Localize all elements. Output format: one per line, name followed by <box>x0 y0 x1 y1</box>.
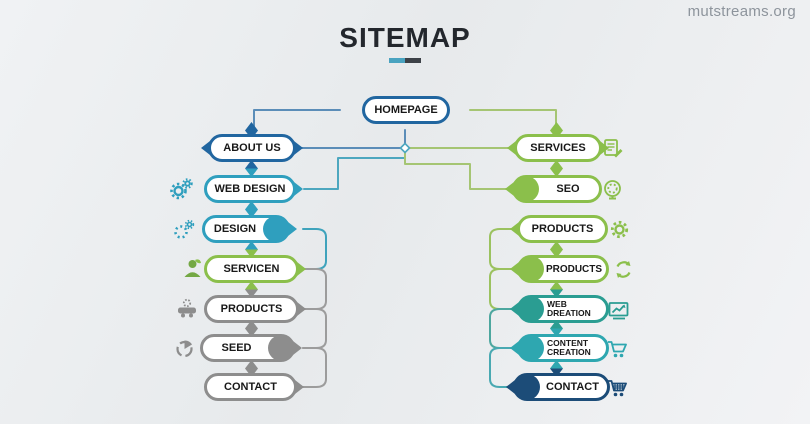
node-about-us: ABOUT US <box>201 134 303 162</box>
process-dots-icon <box>172 218 196 241</box>
node-contact-left: CONTACT <box>204 373 304 401</box>
node-services: SERVICES <box>507 134 609 162</box>
node-content-creation: CONTENT CREATION <box>510 334 609 362</box>
connector-diamond <box>550 160 563 177</box>
title-underline <box>389 58 421 63</box>
node-label: HOMEPAGE <box>374 104 438 116</box>
connector-diamond <box>245 360 258 377</box>
node-label: PRODUCTS <box>531 223 594 235</box>
node-web-design: WEB DESIGN <box>204 175 303 203</box>
node-label: CONTACT <box>224 381 277 393</box>
left-point <box>510 302 519 316</box>
node-label: CONTACT <box>546 381 599 393</box>
underline-dark-segment <box>405 58 421 63</box>
left-point <box>510 341 519 355</box>
node-label: SERVICEN <box>223 263 280 275</box>
underline-teal-segment <box>389 58 405 63</box>
node-end-circle <box>514 374 540 400</box>
node-label: SERVICES <box>530 142 586 154</box>
node-label: CONTENT CREATION <box>547 337 591 357</box>
gears-icon <box>169 177 194 201</box>
node-label: SEO <box>556 183 580 195</box>
connector-diamond <box>245 281 258 298</box>
right-point <box>293 341 302 355</box>
left-point <box>506 380 515 394</box>
junction-diamond <box>399 142 411 154</box>
node-seo: SEO <box>505 175 602 203</box>
node-products-right-2: PRODUCTS <box>510 255 609 283</box>
left-point <box>201 141 210 155</box>
site-watermark: mutstreams.org <box>687 3 796 20</box>
right-point <box>294 182 303 196</box>
node-label: WEB DREATION <box>547 298 591 318</box>
cart-grid-icon <box>606 377 630 400</box>
right-point <box>297 262 306 276</box>
left-point <box>510 262 519 276</box>
pie-chart-icon <box>174 336 197 359</box>
node-design: DESIGN <box>202 215 297 243</box>
cart-icon <box>606 338 630 361</box>
page-title: SITEMAP <box>339 22 471 53</box>
node-web-dreation: WEB DREATION <box>510 295 609 323</box>
right-point <box>297 302 306 316</box>
left-point <box>507 141 516 155</box>
document-icon <box>601 137 625 160</box>
person-icon <box>181 257 204 280</box>
node-label: PRODUCTS <box>220 303 283 315</box>
left-point <box>505 182 514 196</box>
connector-diamond <box>550 241 563 258</box>
node-servicen: SERVICEN <box>204 255 306 283</box>
right-point <box>294 141 303 155</box>
left-point <box>510 222 519 236</box>
node-end-circle <box>518 296 544 322</box>
node-end-circle <box>518 256 544 282</box>
connector-diamond <box>245 320 258 337</box>
right-point <box>288 222 297 236</box>
seo-globe-icon <box>601 178 624 201</box>
node-label: DESIGN <box>213 223 257 235</box>
node-end-circle <box>518 335 544 361</box>
connector-diamond <box>550 281 563 298</box>
node-seed: SEED <box>200 334 302 362</box>
node-end-circle <box>513 176 539 202</box>
node-products-left: PRODUCTS <box>204 295 306 323</box>
connector-diamond <box>245 160 258 177</box>
connector-diamond <box>550 320 563 337</box>
connector-diamond <box>550 360 563 377</box>
connector-diamond <box>245 241 258 258</box>
recycle-icon <box>612 258 635 281</box>
node-label: SEED <box>221 342 252 354</box>
node-label: PRODUCTS <box>545 263 603 275</box>
node-homepage: HOMEPAGE <box>348 96 464 134</box>
node-end-circle <box>268 335 294 361</box>
node-contact-right: CONTACT <box>506 373 610 401</box>
gear-icon <box>608 218 631 241</box>
chart-icon <box>607 299 631 321</box>
node-end-circle <box>263 216 289 242</box>
node-label: WEB DESIGN <box>214 183 286 195</box>
node-label: ABOUT US <box>223 142 281 154</box>
connector-diamond <box>245 201 258 218</box>
node-products-right-1: PRODUCTS <box>510 215 608 243</box>
car-icon <box>175 297 199 320</box>
right-point <box>295 380 304 394</box>
